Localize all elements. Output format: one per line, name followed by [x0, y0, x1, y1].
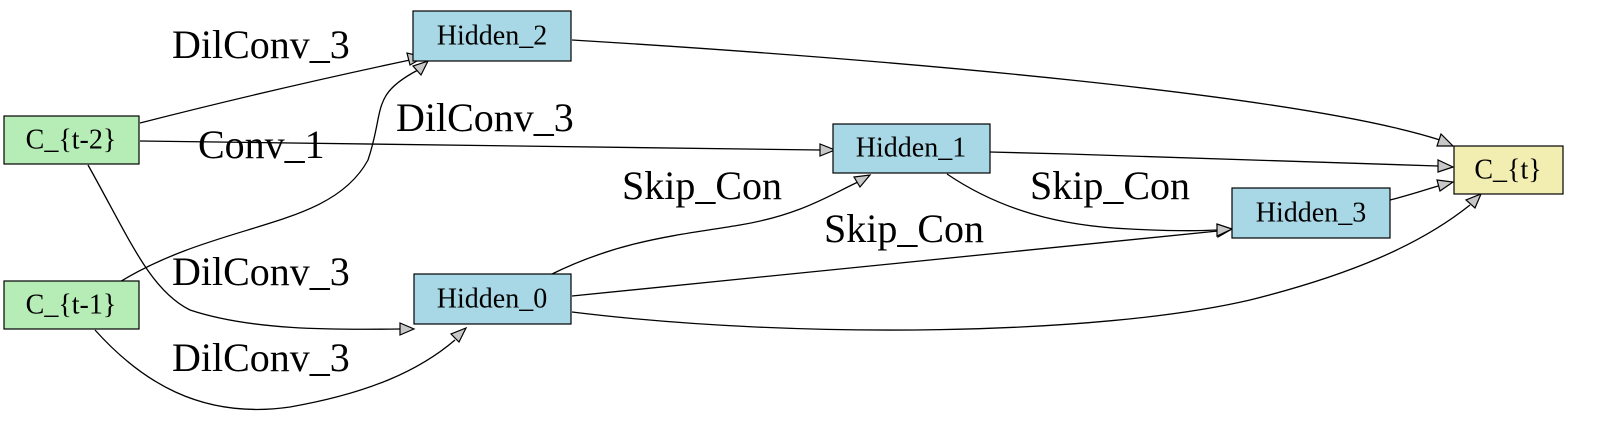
edge-ct2-to-hidden0 — [87, 164, 401, 330]
node-c-t-minus-2-label: C_{t-2} — [26, 125, 117, 156]
edge-hidden2-to-ct — [571, 39, 1441, 141]
edge-hidden1-to-hidden3 — [946, 173, 1218, 232]
edge-hidden0-to-hidden1 — [549, 181, 859, 276]
edge-ct1-to-hidden2 — [117, 69, 419, 284]
arrowhead-hidden0-a — [399, 322, 416, 336]
edge-hidden1-to-ct — [989, 151, 1439, 167]
node-c-t-minus-2: C_{t-2} — [3, 115, 140, 165]
node-c-t-label: C_{t} — [1474, 155, 1541, 186]
node-hidden-0-box — [413, 273, 572, 325]
edge-ct2-to-hidden1 — [139, 140, 821, 151]
node-c-t-minus-1-label: C_{t-1} — [26, 290, 117, 321]
arrowhead-hidden2-b — [411, 59, 430, 77]
node-hidden-3-box — [1231, 187, 1391, 239]
node-hidden-2-label: Hidden_2 — [437, 21, 547, 52]
arrowhead-hidden3-b — [1216, 223, 1234, 237]
edge-label-hidden0-hidden3: Skip_Con — [824, 206, 984, 251]
node-hidden-2: Hidden_2 — [412, 10, 572, 62]
node-hidden-1-box — [832, 123, 991, 174]
edge-label-ct1-hidden2: DilConv_3 — [396, 95, 574, 140]
node-hidden-3: Hidden_3 — [1231, 187, 1391, 239]
edge-hidden0-to-ct — [571, 204, 1471, 331]
edge-ct1-to-hidden0 — [94, 329, 456, 411]
node-hidden-1: Hidden_1 — [832, 123, 991, 174]
node-c-t-box — [1453, 145, 1564, 195]
node-c-t-minus-2-box — [3, 115, 140, 165]
node-hidden-0-label: Hidden_0 — [437, 284, 547, 315]
node-c-t-minus-1: C_{t-1} — [3, 280, 140, 330]
edge-ct2-to-hidden2 — [139, 59, 411, 124]
node-c-t: C_{t} — [1453, 145, 1564, 195]
node-hidden-2-box — [412, 10, 572, 62]
edge-hidden3-to-ct — [1389, 185, 1439, 201]
edge-label-ct2-hidden2: DilConv_3 — [172, 22, 350, 67]
arrowhead-hidden1-b — [853, 174, 872, 189]
nodes: C_{t-2} C_{t-1} Hidden_2 Hidden_1 Hidden… — [3, 10, 1564, 330]
edge-label-ct2-hidden0: DilConv_3 — [172, 249, 350, 294]
node-hidden-3-label: Hidden_3 — [1256, 198, 1366, 229]
edge-label-ct1-hidden0: DilConv_3 — [172, 335, 350, 380]
arrowhead-hidden0-b — [449, 326, 468, 344]
node-hidden-0: Hidden_0 — [413, 273, 572, 325]
arrowhead-ct-a — [1436, 132, 1455, 147]
edge-labels: DilConv_3 Conv_1 DilConv_3 DilConv_3 Dil… — [172, 22, 1190, 380]
arrowhead-ct-c — [1436, 179, 1455, 192]
node-c-t-minus-1-box — [3, 280, 140, 330]
node-hidden-1-label: Hidden_1 — [856, 133, 966, 164]
edge-label-hidden0-hidden1: Skip_Con — [622, 163, 782, 208]
edge-label-hidden1-hidden3: Skip_Con — [1030, 163, 1190, 208]
edge-label-ct2-hidden1: Conv_1 — [198, 122, 325, 167]
arrowhead-ct-b — [1437, 159, 1455, 173]
arrowhead-hidden1-a — [819, 143, 837, 157]
arrowhead-ct-d — [1464, 192, 1483, 210]
